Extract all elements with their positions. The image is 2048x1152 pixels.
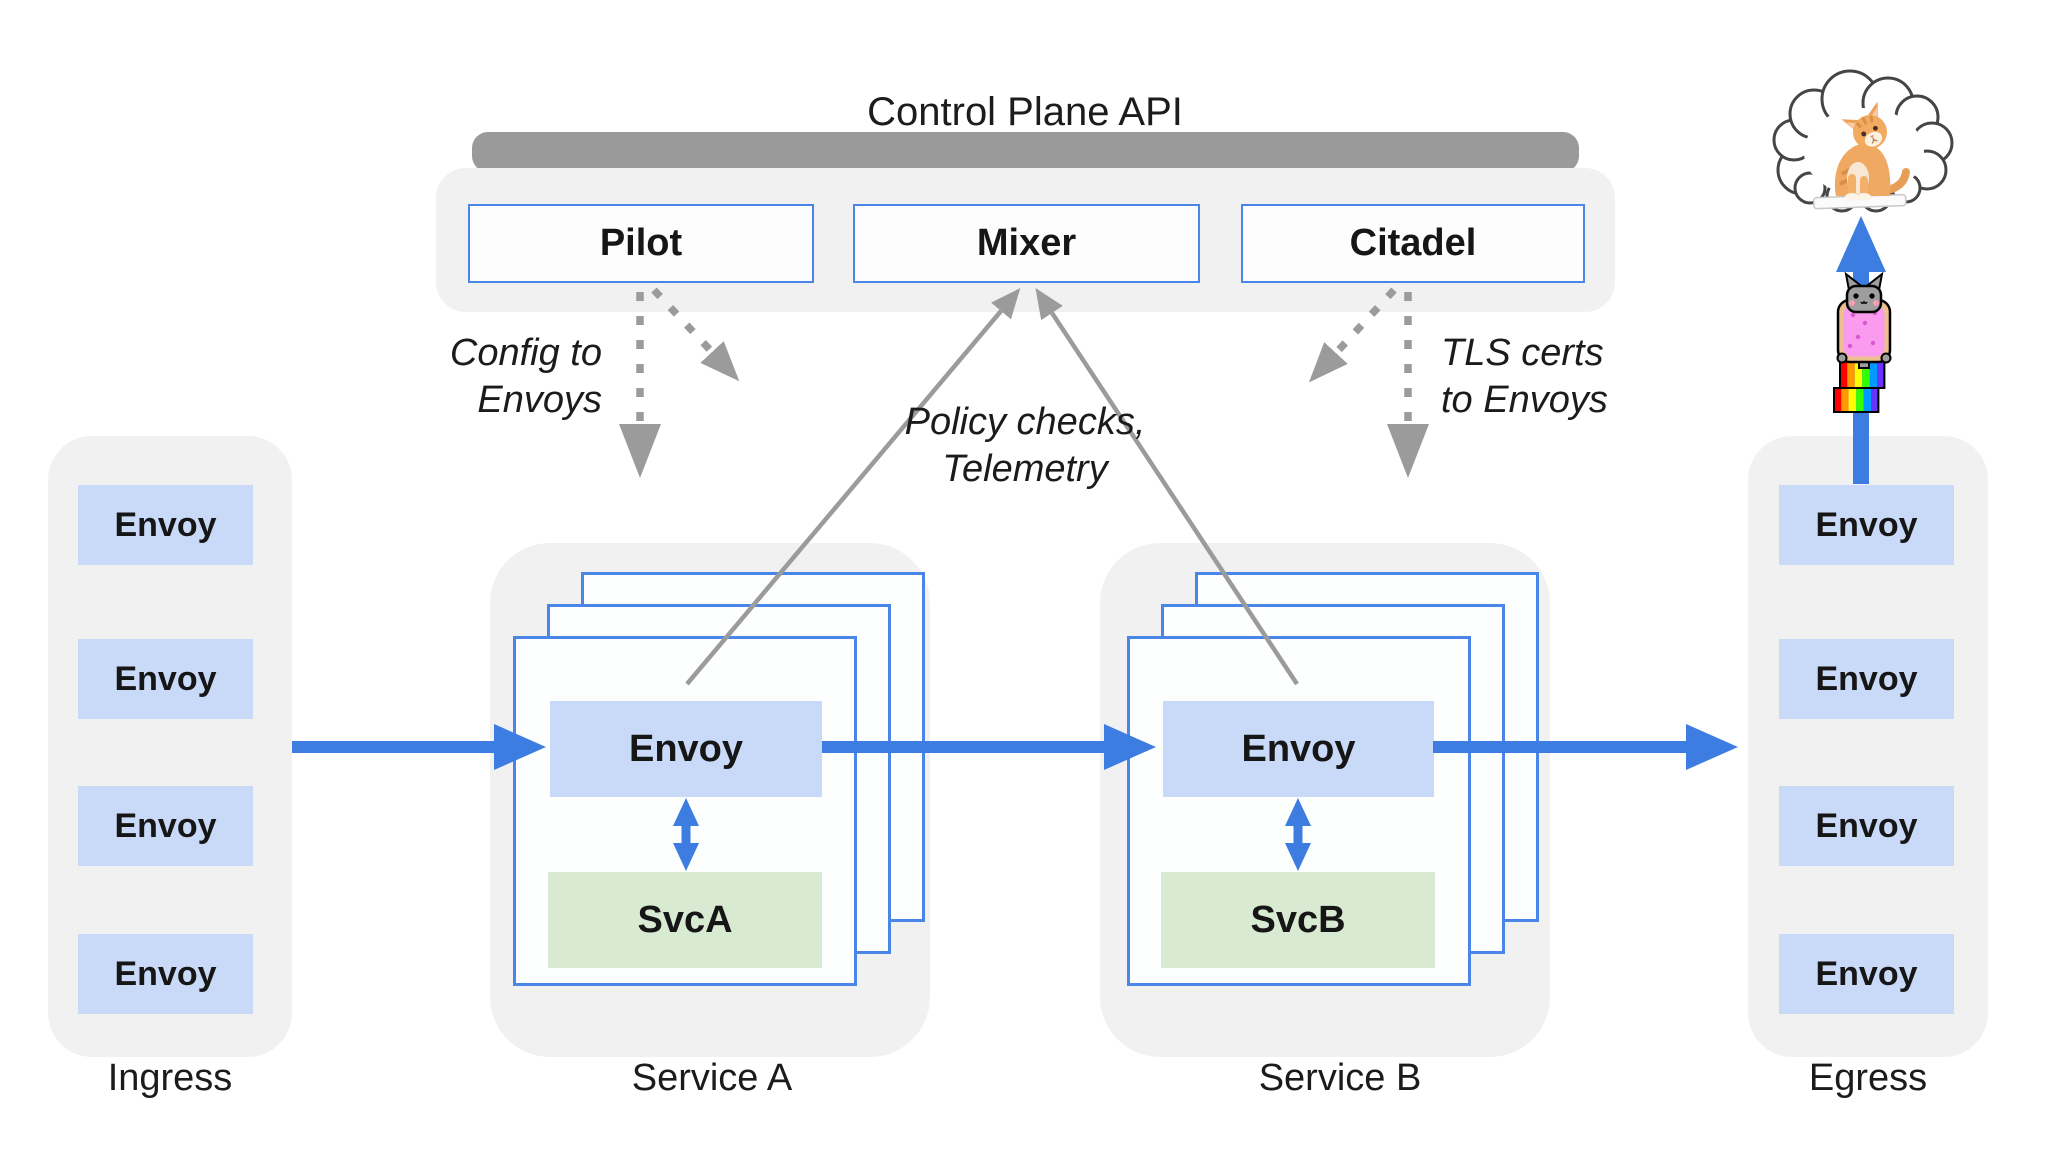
egress-envoy-box: Envoy [1779, 485, 1954, 565]
pilot-box: Pilot [468, 204, 814, 283]
annotation-line: to Envoys [1441, 379, 1608, 421]
annotation-line: Config to [449, 332, 602, 374]
mixer-box: Mixer [853, 204, 1200, 283]
nyan-cat-icon [1833, 271, 1892, 413]
egress-envoy-box: Envoy [1779, 934, 1954, 1014]
nyan-head [1844, 271, 1884, 314]
service-a-label: Service A [631, 1057, 793, 1099]
ingress-envoy-box: Envoy [78, 485, 253, 565]
service-a-envoy-box: Envoy [550, 701, 822, 797]
page-title: Control Plane API [867, 90, 1183, 134]
nyan-poptart-body [1836, 298, 1892, 364]
annotation-line: TLS certs [1441, 332, 1604, 374]
nyan-paw [1880, 352, 1892, 364]
kitten-icon [1812, 101, 1910, 210]
egress-envoy-box: Envoy [1779, 786, 1954, 866]
nyan-paw [1836, 352, 1848, 364]
config-to-envoys-annotation: Config to Envoys [340, 330, 602, 424]
ingress-envoy-box: Envoy [78, 786, 253, 866]
service-b-svc-box: SvcB [1161, 872, 1435, 968]
annotation-line: Policy checks, [904, 401, 1146, 443]
nyan-tail [1858, 353, 1870, 369]
service-b-envoy-box: Envoy [1163, 701, 1434, 797]
egress-label: Egress [1808, 1057, 1928, 1099]
annotation-line: Telemetry [942, 448, 1108, 490]
tls-certs-annotation: TLS certs to Envoys [1441, 330, 1741, 424]
control-plane-api-bar [472, 132, 1579, 172]
policy-checks-telemetry-annotation: Policy checks, Telemetry [825, 399, 1225, 493]
citadel-box: Citadel [1241, 204, 1585, 283]
ingress-envoy-box: Envoy [78, 934, 253, 1014]
cloud-icon [1772, 69, 1954, 213]
service-b-label: Service B [1258, 1057, 1422, 1099]
egress-envoy-box: Envoy [1779, 639, 1954, 719]
service-a-svc-box: SvcA [548, 872, 822, 968]
annotation-line: Envoys [477, 379, 602, 421]
ingress-label: Ingress [107, 1057, 233, 1099]
rainbow-trail [1833, 359, 1886, 413]
ingress-envoy-box: Envoy [78, 639, 253, 719]
